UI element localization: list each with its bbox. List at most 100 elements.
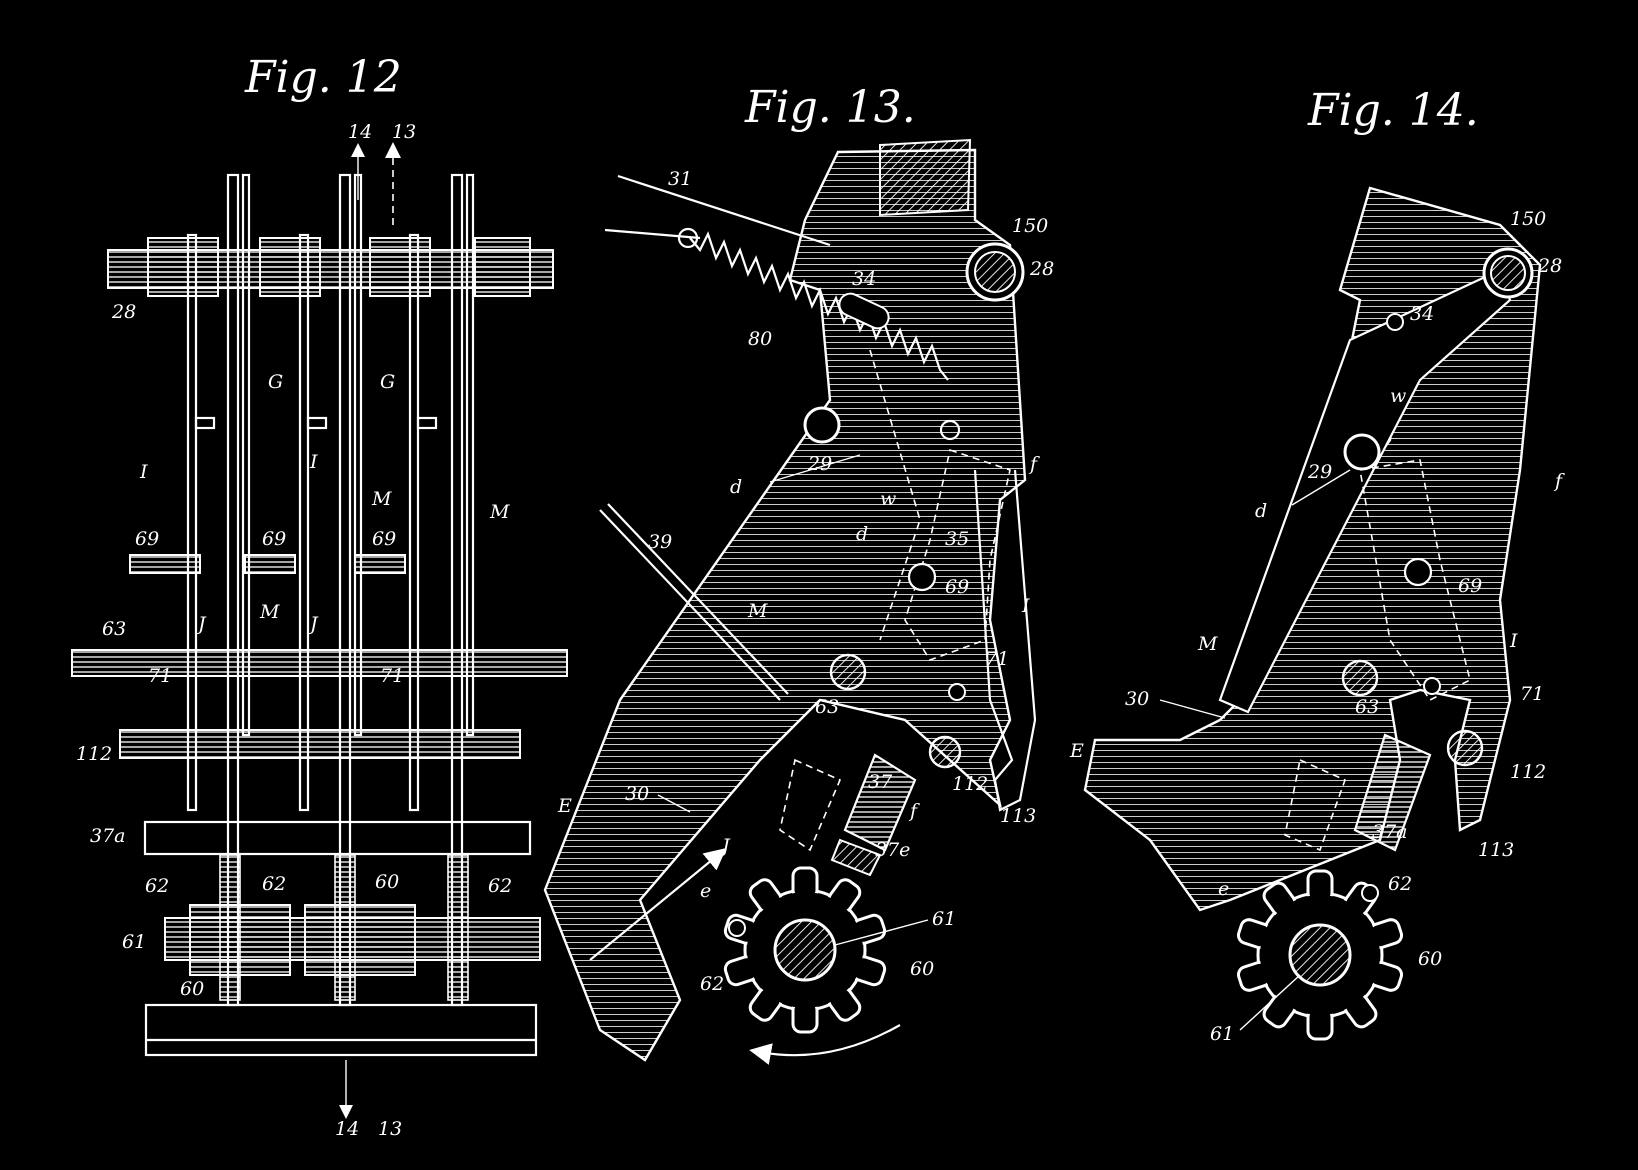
label-112: 112: [952, 773, 988, 795]
hub-61: [773, 918, 837, 982]
figure-13: Fig. 13. 31 80 28 150 34 29 d f w d: [543, 82, 1054, 1065]
label-61: 61: [1210, 1023, 1234, 1045]
label-35: 35: [945, 528, 969, 550]
label-f-2: f: [908, 800, 920, 822]
shaft-112: [928, 735, 962, 769]
label-63: 63: [1355, 696, 1379, 718]
figure-12-title: Fig. 12: [244, 52, 402, 103]
label-29: 29: [1307, 461, 1332, 483]
shaft-63: [829, 653, 867, 691]
bar-69: [354, 554, 406, 574]
label-71-b: 71: [380, 665, 404, 687]
label-69-a: 69: [135, 528, 159, 550]
label-13-top: 13: [392, 121, 416, 143]
label-w: w: [880, 488, 896, 510]
shaft-112: [1446, 729, 1484, 767]
rotation-arrow: [749, 1024, 901, 1065]
label-61: 61: [122, 931, 146, 953]
label-14-bottom: 14: [335, 1118, 359, 1140]
label-d: d: [1255, 500, 1267, 522]
label-69-b: 69: [262, 528, 286, 550]
label-60-b: 60: [180, 978, 204, 1000]
label-62-a: 62: [145, 875, 169, 897]
label-60: 60: [910, 958, 934, 980]
label-60: 60: [1418, 948, 1442, 970]
label-71: 71: [985, 648, 1009, 670]
label-28: 28: [1537, 255, 1562, 277]
label-61: 61: [932, 908, 956, 930]
label-I: I: [1509, 630, 1518, 652]
label-69: 69: [945, 576, 969, 598]
label-63: 63: [815, 696, 839, 718]
gear-60: [723, 866, 887, 1034]
label-62-b: 62: [262, 873, 286, 895]
label-13-bottom: 13: [378, 1118, 402, 1140]
pin-69: [1403, 557, 1433, 587]
label-69: 69: [1458, 575, 1482, 597]
label-71-a: 71: [148, 665, 172, 687]
label-34: 34: [1410, 303, 1434, 325]
label-d-1: d: [730, 476, 742, 498]
label-28: 28: [1029, 258, 1054, 280]
label-113: 113: [1478, 839, 1514, 861]
label-e: e: [700, 880, 711, 902]
label-112: 112: [1510, 761, 1546, 783]
pin-69: [907, 562, 937, 592]
label-37: 37: [868, 771, 893, 793]
motion-arrow: [589, 848, 727, 961]
hub: [189, 904, 291, 976]
label-f: f: [1553, 470, 1565, 492]
label-150: 150: [1510, 208, 1546, 230]
label-37a: 37a: [90, 825, 126, 847]
label-113: 113: [1000, 805, 1036, 827]
label-e: e: [1218, 878, 1229, 900]
label-I-1: I: [139, 461, 148, 483]
label-J: J: [718, 835, 731, 857]
pin-71: [948, 683, 966, 701]
bar-69: [129, 554, 201, 574]
label-E: E: [1069, 740, 1084, 762]
label-14-top: 14: [348, 121, 372, 143]
collar: [259, 237, 321, 297]
label-M-1: M: [371, 488, 392, 510]
shaft-63: [71, 649, 568, 677]
label-E: E: [557, 795, 572, 817]
label-G-2: G: [380, 371, 395, 393]
figure-13-title: Fig. 13.: [744, 82, 916, 133]
label-J-2: J: [306, 613, 319, 635]
label-31: 31: [668, 168, 692, 190]
label-M-3: M: [259, 601, 280, 623]
label-J-1: J: [194, 613, 207, 635]
bar-37a: [143, 820, 532, 856]
label-M: M: [747, 600, 768, 622]
hub: [304, 904, 416, 976]
bar-69: [244, 554, 296, 574]
label-d-2: d: [856, 523, 868, 545]
pawl-37a: [1353, 733, 1432, 852]
label-71: 71: [1520, 683, 1544, 705]
link-31: [617, 174, 831, 247]
label-w: w: [1390, 385, 1406, 407]
slot-34: [838, 292, 890, 330]
shaft-63: [1341, 659, 1379, 697]
label-80: 80: [748, 328, 772, 350]
pin-34: [1386, 313, 1404, 331]
label-34: 34: [852, 268, 876, 290]
hub-61: [1288, 923, 1352, 987]
label-M-2: M: [489, 501, 510, 523]
shaft-112: [119, 729, 521, 759]
collar: [369, 237, 431, 297]
label-f-1: f: [1028, 453, 1040, 475]
frame-body: [543, 148, 1027, 1062]
pawl-37: [843, 753, 917, 852]
label-M: M: [1197, 633, 1218, 655]
pivot-29: [1343, 433, 1381, 471]
label-I-2: I: [309, 451, 318, 473]
label-60-a: 60: [375, 871, 399, 893]
gear-60: [1236, 869, 1404, 1041]
label-28: 28: [111, 301, 136, 323]
label-150: 150: [1012, 215, 1048, 237]
label-62: 62: [700, 973, 724, 995]
label-30: 30: [625, 783, 649, 805]
